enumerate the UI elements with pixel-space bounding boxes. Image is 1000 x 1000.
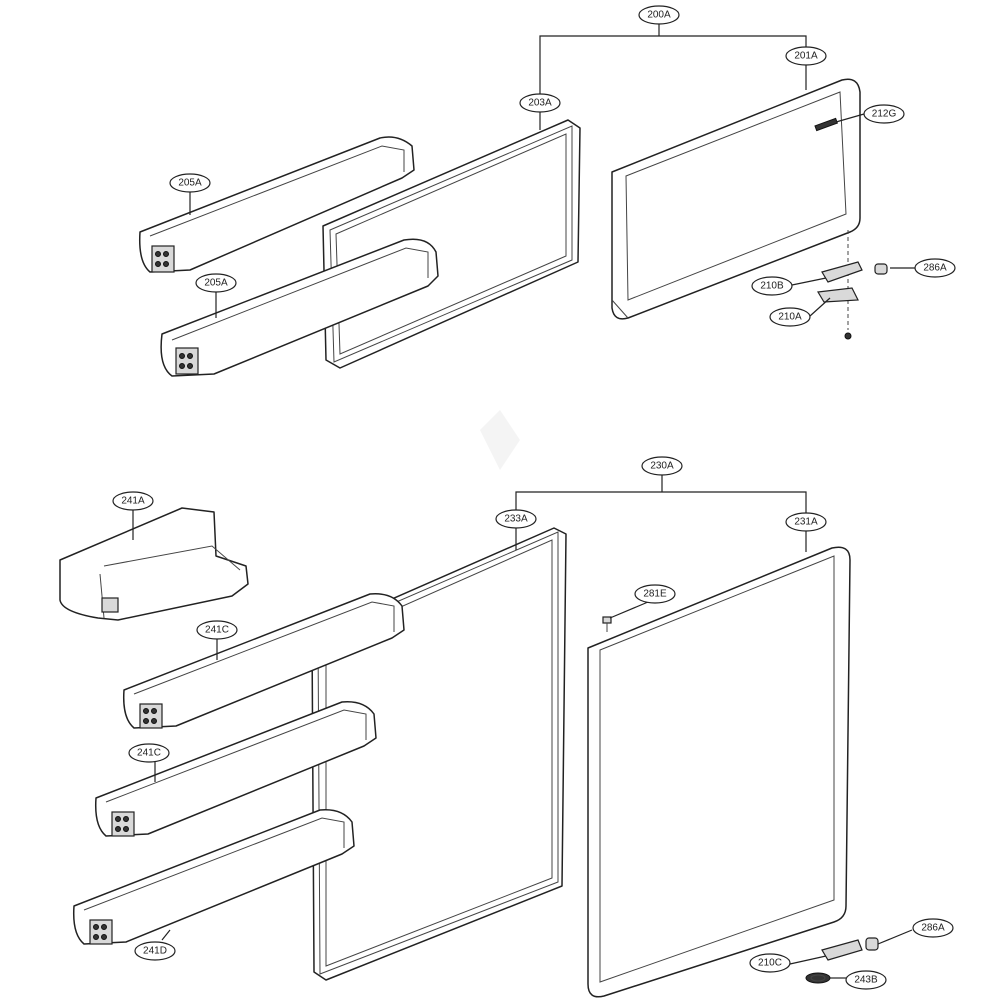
label-233A: 233A (504, 514, 528, 525)
callout-233A: 233A (495, 509, 537, 529)
label-243B: 243B (854, 975, 878, 986)
label-241D: 241D (143, 946, 167, 957)
upper-assembly (138, 15, 915, 377)
label-286A-upper: 286A (923, 263, 947, 274)
callout-241A: 241A (112, 491, 154, 511)
label-210B: 210B (760, 281, 784, 292)
upper-bin-2[interactable] (160, 238, 439, 377)
lower-door-panel[interactable] (587, 546, 851, 998)
label-210C: 210C (758, 958, 782, 969)
callout-212G: 212G (863, 104, 905, 124)
door-screw[interactable] (602, 616, 612, 632)
label-205A-lower: 205A (204, 278, 228, 289)
callout-230A: 230A (641, 456, 683, 476)
label-241C-1: 241C (205, 625, 229, 636)
label-241C-2: 241C (137, 748, 161, 759)
callout-205A-upper: 205A (169, 173, 211, 193)
corner-bin[interactable] (59, 507, 249, 621)
lower-assembly (59, 410, 913, 998)
label-210A: 210A (778, 312, 802, 323)
lower-bin-2[interactable] (94, 701, 377, 837)
label-203A: 203A (528, 98, 552, 109)
callout-241D: 241D (134, 941, 176, 961)
label-200A: 200A (647, 10, 671, 21)
label-231A: 231A (794, 517, 818, 528)
label-241A: 241A (121, 496, 145, 507)
label-230A: 230A (650, 461, 674, 472)
upper-door-panel[interactable] (611, 78, 861, 320)
callout-203A: 203A (519, 93, 561, 113)
callout-241C-1: 241C (196, 620, 238, 640)
callout-201A: 201A (785, 46, 827, 66)
callout-243B: 243B (845, 970, 887, 990)
label-201A: 201A (794, 51, 818, 62)
callout-286A-upper: 286A (914, 258, 956, 278)
callout-200A: 200A (638, 5, 680, 25)
label-281E: 281E (643, 589, 667, 600)
callout-205A-lower: 205A (195, 273, 237, 293)
lower-gasket[interactable] (311, 527, 567, 981)
lower-bin-3[interactable] (72, 809, 355, 945)
callout-210A: 210A (769, 307, 811, 327)
logo-badge (814, 117, 839, 132)
lower-bin-1[interactable] (122, 593, 405, 729)
upper-bin-1[interactable] (138, 136, 415, 273)
callout-210B: 210B (751, 276, 793, 296)
callout-231A: 231A (785, 512, 827, 532)
label-286A-lower: 286A (921, 923, 945, 934)
callout-286A-lower: 286A (912, 918, 954, 938)
callout-210C: 210C (749, 953, 791, 973)
callout-241C-2: 241C (128, 743, 170, 763)
callout-281E: 281E (634, 584, 676, 604)
upper-hinge-assembly[interactable] (817, 230, 888, 340)
watermark-logo (480, 410, 520, 470)
label-212G: 212G (872, 109, 897, 120)
label-205A-upper: 205A (178, 178, 202, 189)
